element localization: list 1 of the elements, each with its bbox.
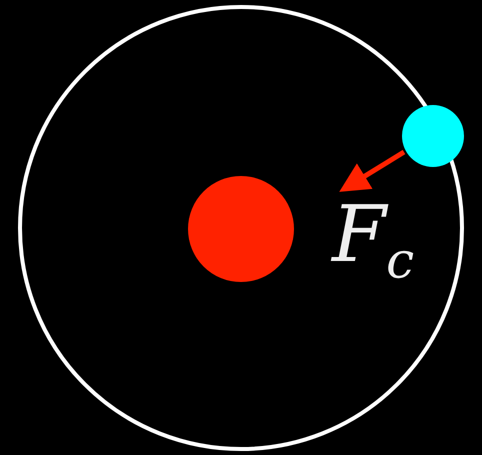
force-label: F$_{c}$	[332, 196, 414, 286]
